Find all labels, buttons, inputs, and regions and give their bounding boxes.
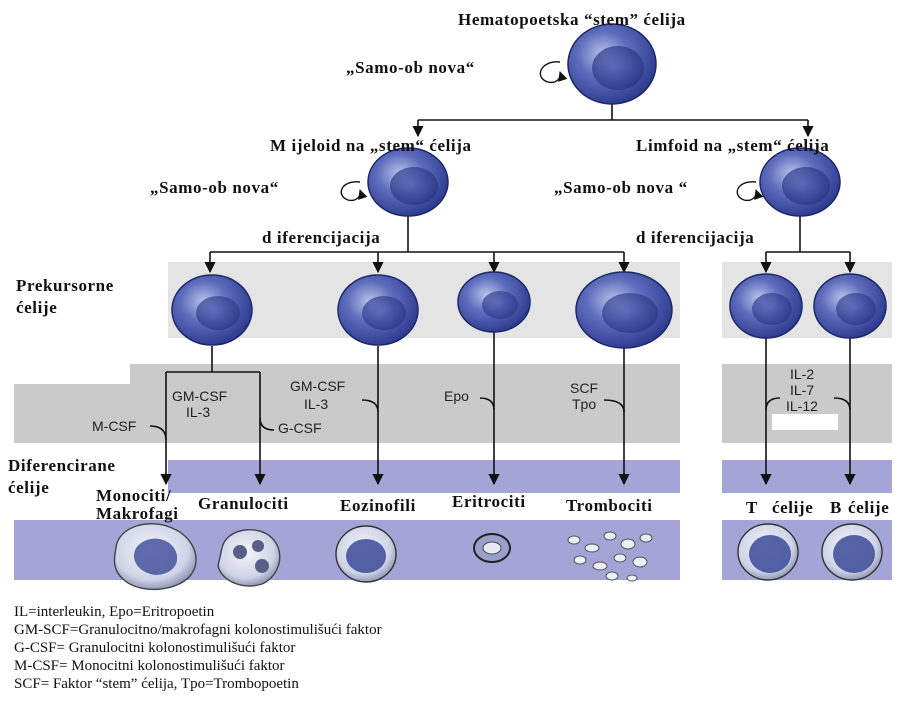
cell-label-t: ćelije <box>772 498 814 517</box>
lymphoid-title: Limfoid na „stem“ ćelija <box>636 136 830 155</box>
precursor-cell-monocyte <box>171 274 253 346</box>
cell-label-b-letter: B <box>830 498 842 517</box>
self-renewal-arrow-top <box>539 61 568 84</box>
legend-line-5: SCF= Faktor “stem” ćelija, Tpo=Trombopoe… <box>14 676 299 692</box>
factor-band-left <box>14 364 680 443</box>
factor-scf: SCF <box>570 380 598 396</box>
factor-g-csf: G-CSF <box>278 420 322 436</box>
factor-il7: IL-7 <box>790 382 815 398</box>
factor-tpo: Tpo <box>572 396 597 412</box>
factor-il12: IL-12 <box>786 398 818 414</box>
diff-band-top-right <box>722 460 892 493</box>
myeloid-stem-cell <box>367 147 449 217</box>
eosinophil-cell <box>335 525 397 583</box>
hook-il-left <box>765 397 781 411</box>
cell-label-eritrociti: Eritrociti <box>452 492 526 511</box>
connector-lymphoid <box>766 212 850 253</box>
cell-label-granulociti: Granulociti <box>198 494 289 513</box>
differentiated-row-label-2: ćelije <box>8 478 50 497</box>
precursor-row-label-2: ćelije <box>16 298 58 317</box>
differentiated-row-label-1: Diferencirane <box>8 456 116 475</box>
factor-il2: IL-2 <box>790 366 815 382</box>
hsc-title: Hematopoetska “stem” ćelija <box>458 10 686 29</box>
myeloid-title: M ijeloid na „stem“ ćelija <box>270 136 472 155</box>
factor-gm-csf-left: GM-CSF <box>172 388 228 404</box>
myeloid-differentiation: d iferencijacija <box>262 228 381 247</box>
hsc-self-renewal: „Samo-ob nova“ <box>346 58 475 77</box>
hook-gm-eos <box>361 399 379 413</box>
connector-myeloid <box>210 212 624 253</box>
factor-il3-eos: IL-3 <box>304 396 329 412</box>
lymphoid-stem-cell <box>759 147 841 217</box>
monocyte-cell <box>113 523 197 591</box>
cell-label-monociti-2: Makrofagi <box>96 504 179 523</box>
hook-g-csf <box>259 417 275 431</box>
lymphoid-differentiation: d iferencijacija <box>636 228 755 247</box>
legend-line-1: IL=interleukin, Epo=Eritropoetin <box>14 604 215 620</box>
factor-epo: Epo <box>444 388 469 404</box>
cell-label-t-letter: T <box>746 498 758 517</box>
legend-line-3: G-CSF= Granulocitni kolonostimulišući fa… <box>14 640 296 656</box>
cell-label-trombociti: Trombociti <box>566 496 653 515</box>
platelets <box>567 531 653 582</box>
connector-hsc <box>418 104 808 121</box>
granulocyte-cell <box>217 529 281 587</box>
self-renewal-arrow-myeloid <box>340 181 368 202</box>
factor-gm-csf-eos: GM-CSF <box>290 378 346 394</box>
cell-label-b: ćelije <box>848 498 890 517</box>
legend-line-2: GM-SCF=Granulocitno/makrofagni kolonosti… <box>14 622 382 638</box>
legend-line-4: M-CSF= Monocitni kolonostimulišući fakto… <box>14 658 285 674</box>
cell-label-box-b <box>846 498 894 518</box>
precursor-cell-t <box>729 273 803 339</box>
factor-il3-left: IL-3 <box>186 404 211 420</box>
factor-m-csf: M-CSF <box>92 418 137 434</box>
cell-label-monociti-1: Monociti/ <box>96 486 172 505</box>
b-lymphocyte-cell <box>821 523 883 581</box>
hook-epo <box>479 397 495 411</box>
myeloid-self-renewal: „Samo-ob nova“ <box>150 178 279 197</box>
cell-label-box-t <box>768 498 812 518</box>
diff-band-top-left <box>168 460 680 493</box>
precursor-cell-erythrocyte <box>457 271 531 333</box>
erythrocyte-cell <box>473 533 511 563</box>
hook-m-csf <box>149 425 167 441</box>
interleukin-label-box <box>772 414 838 430</box>
precursor-cell-eosinophil <box>337 274 419 346</box>
precursor-row-label-1: Prekursorne <box>16 276 114 295</box>
precursor-cell-b <box>813 273 887 339</box>
connector-gm <box>166 346 260 373</box>
hook-scf <box>603 399 625 413</box>
cell-label-eozinofili: Eozinofili <box>340 496 416 515</box>
hematopoietic-stem-cell <box>567 23 657 105</box>
self-renewal-arrow-lymphoid <box>736 181 764 202</box>
precursor-cell-megakaryocyte <box>575 271 673 349</box>
hook-il-right <box>833 397 851 411</box>
t-lymphocyte-cell <box>737 523 799 581</box>
lymphoid-self-renewal: „Samo-ob nova “ <box>554 178 688 197</box>
